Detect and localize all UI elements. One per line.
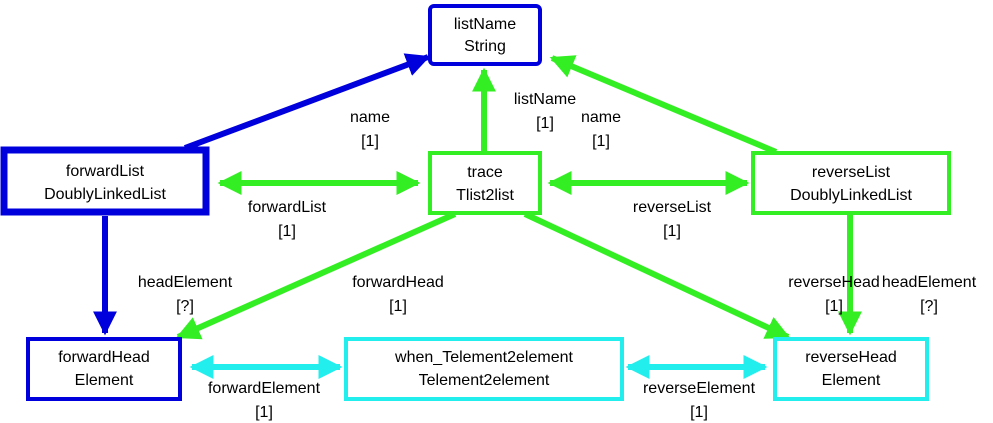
edge-forwardlist-to-listname xyxy=(183,53,431,151)
node-when[interactable]: when_Telement2element Telement2element xyxy=(344,337,624,401)
label-when-forwardelement-role: forwardElement xyxy=(208,380,321,397)
label-trace-reversehead-role: reverseHead xyxy=(788,274,880,291)
node-listname-name: listName xyxy=(454,16,516,33)
edge-trace-to-forwardhead xyxy=(175,211,457,340)
label-trace-forwardhead-role: forwardHead xyxy=(352,274,444,291)
node-forwardlist-type: DoublyLinkedList xyxy=(44,186,166,203)
node-trace[interactable]: trace Tlist2list xyxy=(428,151,542,215)
label-trace-listname-mult: [1] xyxy=(536,115,554,132)
label-trace-forwardlist-role: forwardList xyxy=(248,199,327,216)
label-trace-reversehead-mult: [1] xyxy=(825,298,843,315)
label-when-forwardelement-mult: [1] xyxy=(255,404,273,421)
node-listname[interactable]: listName String xyxy=(428,4,542,66)
label-fwd-name-role: name xyxy=(350,109,390,126)
label-trace-forwardlist-mult: [1] xyxy=(278,223,296,240)
node-reversehead-name: reverseHead xyxy=(805,349,897,366)
node-reverselist-name: reverseList xyxy=(812,164,891,181)
label-trace-listname-role: listName xyxy=(514,91,576,108)
label-when-reverseelement-role: reverseElement xyxy=(643,380,756,397)
label-fwd-headelement-mult: [?] xyxy=(176,298,194,315)
label-trace-reverselist-role: reverseList xyxy=(633,199,712,216)
node-when-name: when_Telement2element xyxy=(394,349,573,366)
label-fwd-name-mult: [1] xyxy=(361,133,379,150)
label-rev-name-mult: [1] xyxy=(592,133,610,150)
node-reverselist[interactable]: reverseList DoublyLinkedList xyxy=(751,151,951,215)
node-reversehead-type: Element xyxy=(822,372,881,389)
node-forwardlist-name: forwardList xyxy=(66,163,145,180)
label-trace-forwardhead-mult: [1] xyxy=(389,298,407,315)
node-forwardhead-type: Element xyxy=(75,372,134,389)
node-forwardlist[interactable]: forwardList DoublyLinkedList xyxy=(0,146,210,216)
label-trace-reverselist-mult: [1] xyxy=(663,223,681,240)
edge-trace-to-reversehead xyxy=(523,211,791,340)
node-trace-name: trace xyxy=(467,164,503,181)
node-trace-type: Tlist2list xyxy=(456,187,514,204)
edge-reverselist-to-listname xyxy=(549,55,778,155)
node-forwardhead-name: forwardHead xyxy=(58,349,150,366)
node-reverselist-type: DoublyLinkedList xyxy=(790,187,912,204)
node-reversehead[interactable]: reverseHead Element xyxy=(773,337,929,401)
node-listname-type: String xyxy=(464,38,506,55)
label-fwd-headelement-role: headElement xyxy=(138,274,233,291)
node-when-type: Telement2element xyxy=(419,372,550,389)
label-when-reverseelement-mult: [1] xyxy=(690,404,708,421)
node-forwardhead[interactable]: forwardHead Element xyxy=(26,337,182,401)
label-rev-headelement-role: headElement xyxy=(882,274,977,291)
label-rev-headelement-mult: [?] xyxy=(920,298,938,315)
label-rev-name-role: name xyxy=(581,109,621,126)
